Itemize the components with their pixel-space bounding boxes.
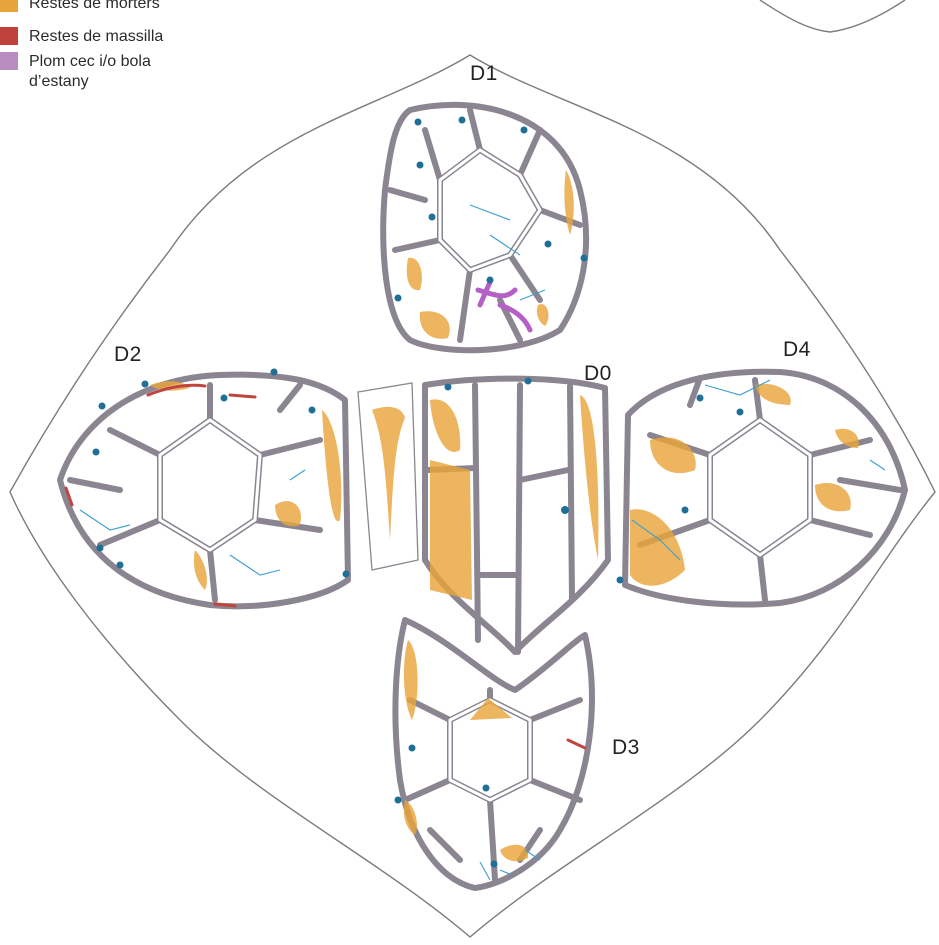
panel-d4-drawing xyxy=(616,368,908,608)
panel-label-d2: D2 xyxy=(114,343,142,366)
mortar-swatch xyxy=(0,0,18,12)
legend-label: Restes de massilla xyxy=(29,28,164,45)
legend-label: Plom cec i/o bola d’estany xyxy=(29,53,151,90)
blind-lead-swatch xyxy=(0,52,18,70)
legend-item-mortar: Restes de morters xyxy=(0,0,160,14)
legend-item-blind-lead: Plom cec i/o bola d’estany xyxy=(0,52,200,92)
panel-label-d1: D1 xyxy=(470,62,498,85)
panel-d0-drawing xyxy=(357,375,611,655)
legend: Restes de morters Restes de massilla Plo… xyxy=(0,0,230,120)
legend-item-putty: Restes de massilla xyxy=(0,27,163,47)
panel-d2-drawing xyxy=(57,368,351,610)
panel-label-d3: D3 xyxy=(612,736,640,759)
legend-label: Restes de morters xyxy=(29,0,160,12)
putty-swatch xyxy=(0,27,18,45)
panel-d1-drawing xyxy=(380,101,590,354)
outer-frame xyxy=(9,54,936,938)
panel-d3-drawing xyxy=(392,617,595,891)
panel-label-d0: D0 xyxy=(584,362,612,385)
panel-label-d4: D4 xyxy=(783,338,811,361)
frame-corner xyxy=(759,0,906,33)
